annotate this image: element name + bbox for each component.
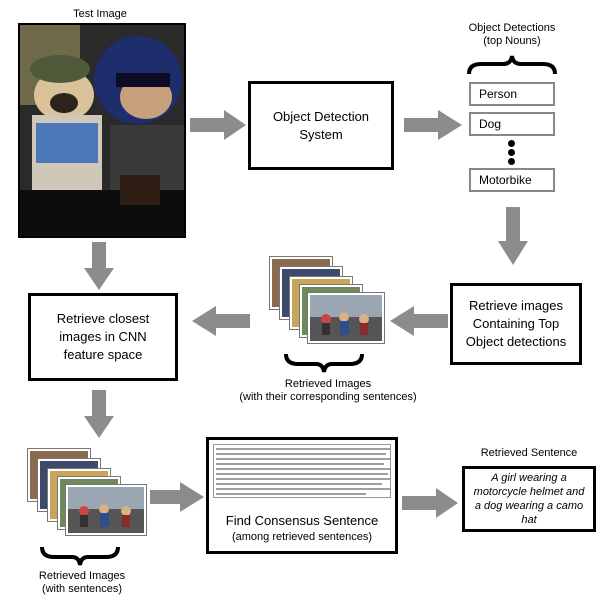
arrow-image-to-detector <box>190 110 246 140</box>
retrieve-cnn-box: Retrieve closest images in CNN feature s… <box>28 293 178 381</box>
consensus-box: Find Consensus Sentence (among retrieved… <box>206 437 398 554</box>
detection-tag-motorbike: Motorbike <box>469 168 555 192</box>
retrieved-images-bottom-line2: (with sentences) <box>41 583 123 595</box>
arrow-detector-to-detections <box>404 110 462 140</box>
retrieved-images-stack-top <box>268 255 388 345</box>
retrieve-by-objects-box: Retrieve images Containing Top Object de… <box>450 283 582 365</box>
arrow-image-to-cnn <box>84 242 114 290</box>
retrieved-sentence-box: A girl wearing a motorcycle helmet and a… <box>462 466 596 532</box>
retrieved-images-top-line1: Retrieved Images <box>284 378 372 390</box>
retrieved-images-top-line2: (with their corresponding sentences) <box>239 391 417 403</box>
retrieve-by-objects-title: Retrieve images Containing Top Object de… <box>465 298 567 349</box>
detections-header-line2: (top Nouns) <box>483 35 541 47</box>
detection-tag-dog: Dog <box>469 112 555 136</box>
retrieved-images-bottom-line1: Retrieved Images <box>38 570 126 582</box>
retrieved-images-stack-bottom <box>26 447 152 537</box>
arrow-detections-to-retrieve <box>498 207 528 265</box>
arrow-images-to-consensus <box>150 482 204 512</box>
detections-header: Object Detections (top Nouns) <box>452 22 572 48</box>
test-image <box>18 23 186 238</box>
retrieve-cnn-title: Retrieve closest images in CNN feature s… <box>56 311 150 362</box>
arrow-retrieve-to-images <box>390 306 448 336</box>
test-image-label: Test Image <box>73 8 127 20</box>
object-detection-box: Object Detection System <box>248 81 394 170</box>
retrieved-sentence-label: Retrieved Sentence <box>480 447 578 459</box>
document-text-texture <box>213 444 391 498</box>
brace-detections <box>467 55 557 75</box>
arrow-images-to-cnn <box>192 306 250 336</box>
object-detection-title: Object Detection System <box>272 108 370 142</box>
consensus-title: Find Consensus Sentence <box>225 513 379 528</box>
retrieved-images-bottom-label: Retrieved Images (with sentences) <box>20 570 144 596</box>
brace-retrieved-bottom <box>40 546 120 566</box>
arrow-cnn-to-images <box>84 390 114 438</box>
retrieved-images-top-label: Retrieved Images (with their correspondi… <box>228 378 428 404</box>
arrow-consensus-to-sentence <box>402 488 458 518</box>
detections-more-dots <box>508 140 516 166</box>
consensus-subtitle: (among retrieved sentences) <box>231 531 372 543</box>
detection-tag-person: Person <box>469 82 555 106</box>
brace-retrieved-top <box>284 353 364 373</box>
detections-header-line1: Object Detections <box>468 22 556 34</box>
retrieved-sentence-text: A girl wearing a motorcycle helmet and a… <box>473 472 585 526</box>
